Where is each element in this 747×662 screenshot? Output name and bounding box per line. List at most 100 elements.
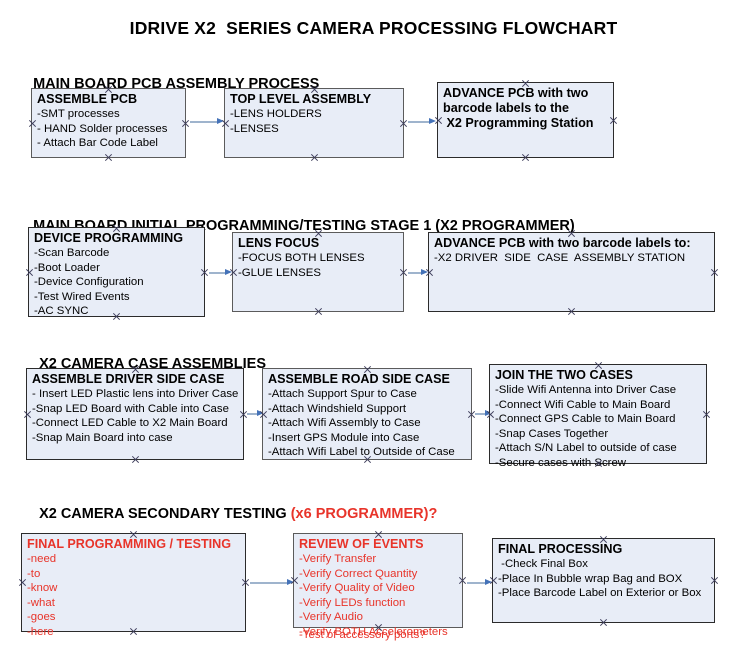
arrow-head — [429, 118, 436, 124]
node-title: ASSEMBLE DRIVER SIDE CASE — [32, 372, 225, 386]
node-title: FINAL PROGRAMMING / TESTING — [27, 537, 232, 551]
node-line: -Attach S/N Label to outside of case — [495, 442, 677, 455]
node-advance-pcb-programming-station[interactable]: ADVANCE PCB with two barcode labels to t… — [437, 82, 614, 158]
node-final-programming-testing[interactable]: FINAL PROGRAMMING / TESTING -need -to -k… — [18, 533, 246, 638]
node-line: -Test Wired Events — [34, 290, 130, 303]
arrow-shaft — [209, 272, 225, 274]
arrow-shaft — [408, 272, 421, 274]
arrow-head — [421, 269, 428, 275]
connector-handle-bottom[interactable] — [131, 455, 140, 464]
connector-handle-left[interactable] — [229, 268, 238, 277]
connector-handle-left[interactable] — [425, 268, 434, 277]
node-line: -know — [27, 582, 58, 595]
arrow-shaft — [190, 121, 217, 123]
node-lens-focus[interactable]: LENS FOCUS -FOCUS BOTH LENSES -GLUE LENS… — [232, 232, 404, 312]
node-line: -Verify Transfer — [299, 553, 377, 565]
connector-handle-right[interactable] — [609, 116, 618, 125]
connector-handle-right[interactable] — [458, 576, 467, 585]
arrow-head — [217, 118, 224, 124]
node-title: JOIN THE TWO CASES — [495, 368, 633, 382]
section-header-accent-text: (x6 PROGRAMMER)? — [290, 506, 438, 522]
connector-handle-left[interactable] — [28, 119, 37, 128]
arrow-head — [225, 269, 232, 275]
node-line: -SMT processes — [37, 108, 120, 120]
connector-handle-right[interactable] — [467, 410, 476, 419]
arrow-shaft — [467, 582, 485, 584]
node-line: -Secure cases with Screw — [495, 456, 627, 469]
node-title: ASSEMBLE PCB — [37, 92, 138, 106]
connector-handle-right[interactable] — [710, 268, 719, 277]
node-title: ADVANCE PCB with two — [443, 86, 589, 100]
node-line: -to — [27, 567, 41, 580]
node-line: - HAND Solder processes — [37, 122, 168, 135]
connector-handle-left[interactable] — [18, 578, 27, 587]
node-line: -X2 DRIVER SIDE CASE ASSEMBLY STATION — [434, 252, 686, 264]
section-header-x2-camera-secondary-testing: X2 CAMERA SECONDARY TESTING (x6 PROGRAMM… — [31, 490, 437, 522]
node-assemble-pcb[interactable]: ASSEMBLE PCB -SMT processes - HAND Solde… — [31, 88, 186, 158]
node-line: -here — [27, 625, 54, 638]
connector-handle-bottom[interactable] — [567, 307, 576, 316]
connector-handle-left[interactable] — [221, 119, 230, 128]
node-top-level-assembly[interactable]: TOP LEVEL ASSEMBLY -LENS HOLDERS -LENSES — [224, 88, 404, 158]
node-line: -Attach Support Spur to Case — [268, 388, 417, 400]
node-line: -Connect Wifi Cable to Main Board — [495, 398, 671, 411]
connector-handle-left[interactable] — [25, 268, 34, 277]
node-overflow-line: -Test of accessory ports? — [299, 629, 426, 641]
connector-handle-left[interactable] — [259, 410, 268, 419]
node-line: -Boot Loader — [34, 261, 100, 274]
arrow-shaft — [247, 413, 257, 415]
node-line: -Verify LEDs function — [299, 596, 406, 609]
node-title: LENS FOCUS — [238, 236, 320, 250]
connector-handle-bottom[interactable] — [521, 153, 530, 162]
node-line: -Attach Wifi Assembly to Case — [268, 417, 421, 430]
node-line: -what — [27, 596, 55, 609]
connector-handle-right[interactable] — [200, 268, 209, 277]
connector-handle-left[interactable] — [290, 576, 299, 585]
connector-handle-left[interactable] — [434, 116, 443, 125]
node-line: - Attach Bar Code Label — [37, 137, 158, 150]
node-line: - Insert LED Plastic lens into Driver Ca… — [32, 388, 239, 400]
connector-handle-bottom[interactable] — [104, 153, 113, 162]
node-line: -Verify Correct Quantity — [299, 567, 418, 580]
arrow-shaft — [250, 582, 287, 584]
connector-handle-left[interactable] — [489, 576, 498, 585]
connector-handle-bottom[interactable] — [599, 618, 608, 627]
node-line: -Snap Cases Together — [495, 427, 609, 440]
node-assemble-driver-side-case[interactable]: ASSEMBLE DRIVER SIDE CASE - Insert LED P… — [26, 368, 244, 460]
node-join-the-two-cases[interactable]: JOIN THE TWO CASES -Slide Wifi Antenna i… — [486, 364, 707, 469]
node-line: -AC SYNC — [34, 305, 89, 318]
connector-handle-bottom[interactable] — [314, 307, 323, 316]
connector-handle-right[interactable] — [239, 410, 248, 419]
arrow-final-programming-to-review-of-events — [250, 579, 294, 585]
connector-handle-right[interactable] — [702, 410, 711, 419]
connector-handle-bottom[interactable] — [310, 153, 319, 162]
connector-handle-left[interactable] — [23, 410, 32, 419]
connector-handle-right[interactable] — [241, 578, 250, 587]
connector-handle-right[interactable] — [399, 119, 408, 128]
node-line: -Connect LED Cable to X2 Main Board — [32, 417, 228, 430]
connector-handle-right[interactable] — [181, 119, 190, 128]
node-assemble-road-side-case[interactable]: ASSEMBLE ROAD SIDE CASE -Attach Support … — [262, 368, 472, 460]
node-line: -GLUE LENSES — [238, 266, 321, 279]
node-line: -Snap LED Board with Cable into Case — [32, 402, 229, 415]
node-line: -LENS HOLDERS — [230, 108, 322, 120]
connector-handle-left[interactable] — [486, 410, 495, 419]
arrow-shaft — [408, 121, 429, 123]
node-device-programming[interactable]: DEVICE PROGRAMMING -Scan Barcode -Boot L… — [28, 227, 205, 317]
node-line: -Insert GPS Module into Case — [268, 431, 420, 444]
connector-handle-right[interactable] — [399, 268, 408, 277]
node-line: -Place In Bubble wrap Bag and BOX — [498, 572, 683, 585]
node-advance-pcb-driver-side-case[interactable]: ADVANCE PCB with two barcode labels to: … — [428, 232, 715, 312]
node-title: FINAL PROCESSING — [498, 542, 623, 556]
node-review-of-events[interactable]: REVIEW OF EVENTS -Verify Transfer -Verif… — [290, 533, 463, 641]
node-line: -goes — [27, 611, 56, 624]
node-final-processing[interactable]: FINAL PROCESSING -Check Final Box -Place… — [492, 538, 715, 623]
connector-handle-right[interactable] — [710, 576, 719, 585]
arrow-device-programming-to-lens-focus — [209, 269, 232, 275]
node-line: -Attach Windshield Support — [268, 402, 407, 415]
arrow-review-of-events-to-final-processing — [467, 579, 492, 585]
node-title-line3: X2 Programming Station — [443, 116, 594, 130]
page-title: IDRIVE X2 SERIES CAMERA PROCESSING FLOWC… — [129, 18, 618, 38]
section-header-text: X2 CAMERA SECONDARY TESTING — [39, 506, 291, 522]
node-title: TOP LEVEL ASSEMBLY — [230, 92, 372, 106]
